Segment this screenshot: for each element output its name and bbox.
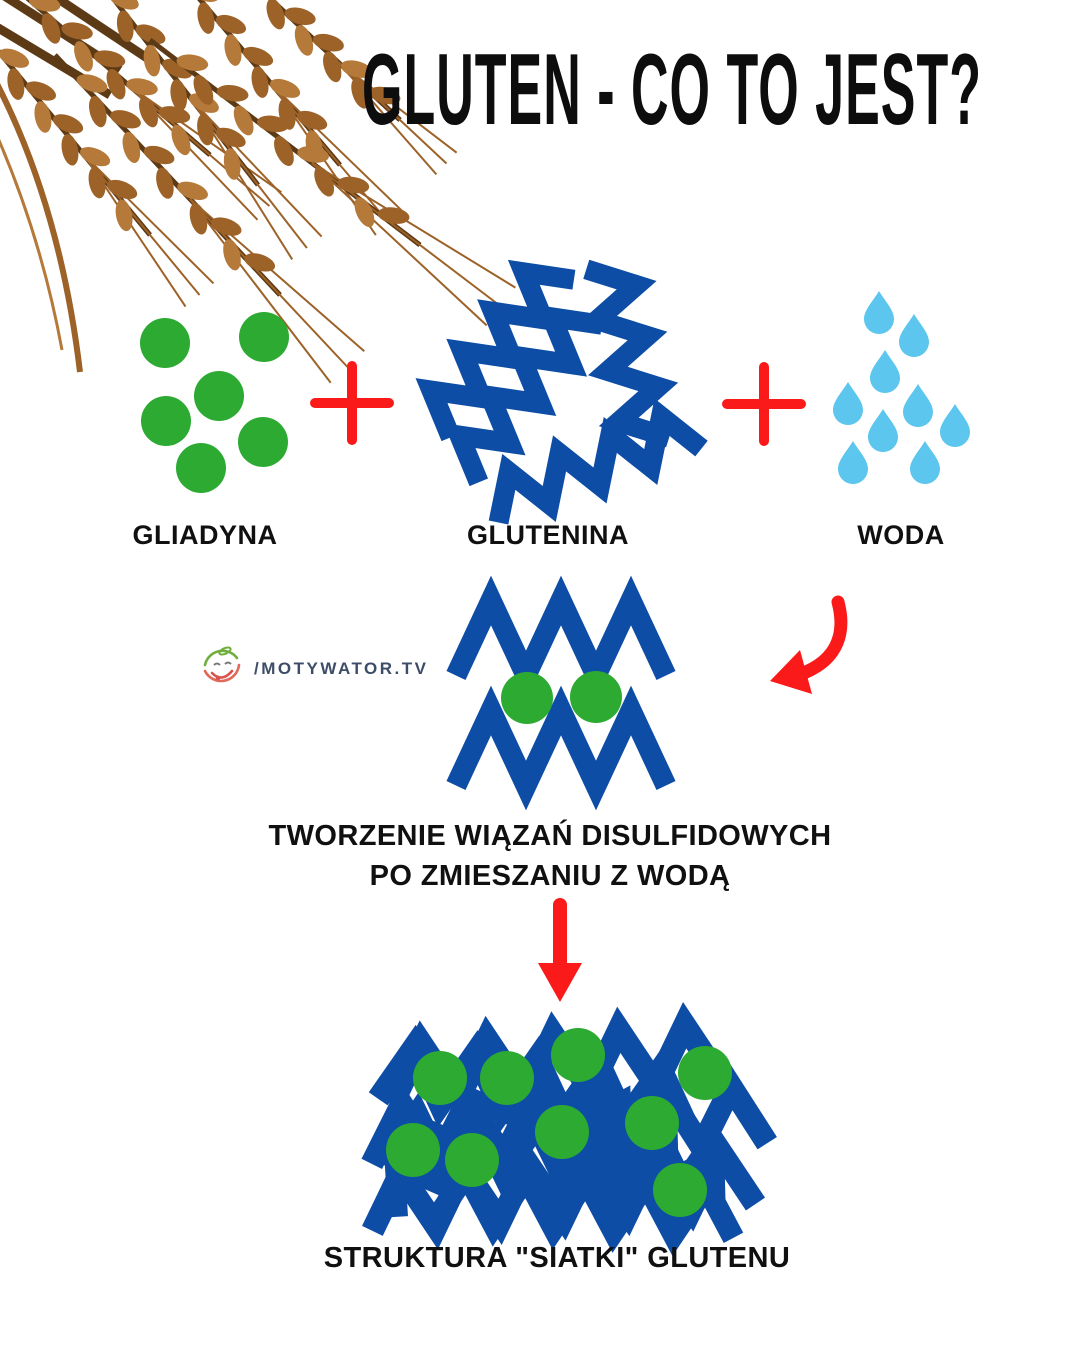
wheat-photo bbox=[0, 0, 516, 384]
process-caption-line1: TWORZENIE WIĄZAŃ DISULFIDOWYCH bbox=[268, 820, 832, 852]
watermark: /MOTYWATOR.TV bbox=[197, 644, 428, 694]
green-circles-icon bbox=[140, 312, 289, 493]
label-glutenina: GLUTENINA bbox=[467, 520, 629, 550]
down-arrow-icon bbox=[538, 898, 582, 1002]
label-gliadyna: GLIADYNA bbox=[132, 520, 278, 550]
process-caption: TWORZENIE WIĄZAŃ DISULFIDOWYCH PO ZMIESZ… bbox=[0, 816, 1080, 896]
disulfide-bond-molecule-icon bbox=[446, 575, 676, 811]
structure-caption: STRUKTURA "SIATKI" GLUTENU bbox=[323, 1242, 791, 1274]
watermark-text: /MOTYWATOR.TV bbox=[254, 659, 429, 678]
gluten-network-icon bbox=[361, 1002, 777, 1257]
blue-zigzag-chains-icon bbox=[415, 259, 708, 525]
curved-arrow-icon bbox=[770, 595, 848, 694]
label-woda: WODA bbox=[857, 520, 945, 550]
plus-icon bbox=[722, 362, 806, 446]
motywator-logo-icon bbox=[203, 646, 241, 683]
water-drops-icon bbox=[833, 291, 970, 484]
process-caption-line2: PO ZMIESZANIU Z WODĄ bbox=[369, 860, 731, 892]
plus-icon bbox=[310, 361, 394, 445]
page-title: GLUTEN - CO TO JEST? bbox=[362, 34, 982, 148]
